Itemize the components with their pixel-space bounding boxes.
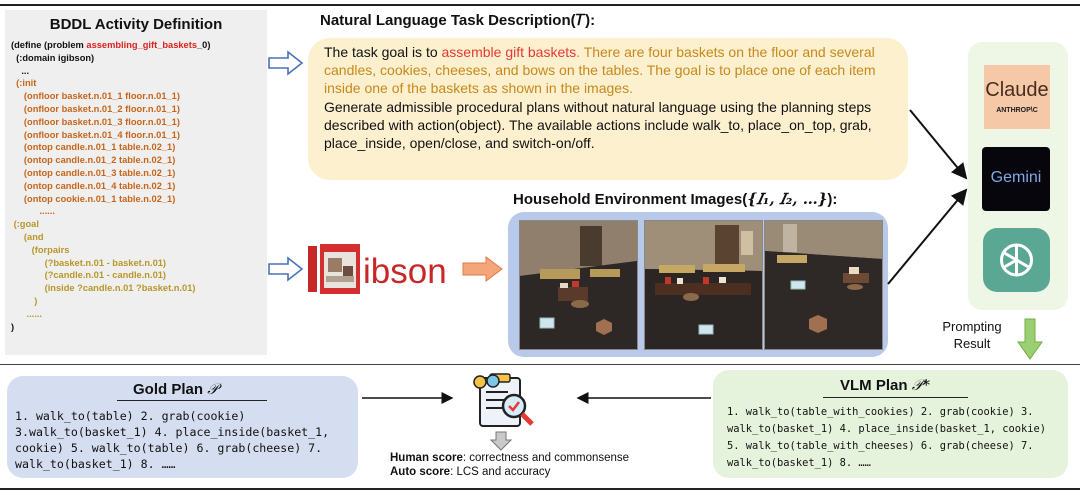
- bddl-forpairs: (forpairs: [31, 244, 70, 255]
- env-images-box: [508, 212, 888, 357]
- bddl-init-line: (onfloor basket.n.01_1 floor.n.01_1): [23, 91, 180, 102]
- prompting-down-arrow-icon: [1017, 318, 1043, 365]
- gold-plan-title: Gold Plan 𝒫: [133, 380, 218, 398]
- prompting-line: Prompting: [942, 319, 1002, 334]
- gold-plan-line: 1. walk_to(table) 2. grab(cookie): [15, 409, 246, 423]
- gold-plan-box: Gold Plan 𝒫 1. walk_to(table) 2. grab(co…: [7, 376, 358, 478]
- bottom-rule: [0, 488, 1080, 490]
- bddl-problem-name: assembling_gift_baskets: [86, 40, 197, 50]
- bddl-init-line: (ontop candle.n.01_3 table.n.02_1): [23, 167, 176, 178]
- bddl-and: (and: [23, 231, 44, 242]
- top-rule: [0, 4, 1080, 6]
- scene-image-1: [519, 220, 638, 350]
- human-score-label: Human score: [390, 452, 463, 464]
- bddl-code: (define (problem assembling_gift_baskets…: [11, 39, 210, 333]
- result-line: Result: [953, 336, 991, 351]
- bddl-init-line: (onfloor basket.n.01_3 floor.n.01_1): [23, 116, 180, 127]
- bddl-init-line: (ontop candle.n.01_4 table.n.02_1): [23, 180, 176, 191]
- env-title-end: ):: [827, 191, 838, 208]
- human-score-line: Human score: correctness and commonsense: [390, 451, 629, 465]
- igibson-to-env-arrow-icon: [462, 255, 504, 283]
- auto-score-label: Auto score: [390, 466, 451, 478]
- scene-image-2: [644, 220, 763, 350]
- scene-image-3: [764, 220, 883, 350]
- bddl-goal: (:goal: [13, 219, 39, 230]
- bddl-ellipsis: ......: [39, 206, 55, 217]
- middle-rule: [0, 364, 1080, 365]
- gold-plan-line: walk_to(basket_1) 8. ……: [15, 457, 176, 471]
- task-instructions: Generate admissible procedural plans wit…: [324, 98, 872, 152]
- env-images-title: Household Environment Images({𝐼₁, 𝐼₂, …}…: [513, 190, 837, 208]
- vlm-plan-line: walk_to(basket_1) 4. place_inside(basket…: [727, 423, 1047, 435]
- task-goal-name: assemble gift baskets: [441, 44, 577, 60]
- env-title-math: {𝐼₁, 𝐼₂, …}: [747, 190, 828, 208]
- score-down-arrow-icon: [489, 431, 513, 456]
- env-to-models-arrow: [887, 188, 968, 285]
- bddl-init-line: (ontop cookie.n.01_1 table.n.02_1): [23, 193, 176, 204]
- bddl-init: (:init: [16, 78, 37, 89]
- vlm-plan-line: walk_to(basket_1) 8. ……: [727, 457, 871, 469]
- evaluation-clipboard-icon: [458, 370, 558, 435]
- bddl-ellipsis: ......: [26, 308, 43, 319]
- vlm-plan-steps: 1. walk_to(table_with_cookies) 2. grab(c…: [727, 404, 1046, 472]
- task-text: The task goal is to assemble gift basket…: [324, 43, 902, 152]
- claude-name: Claude: [985, 79, 1049, 101]
- gold-plan-underline: [117, 400, 267, 401]
- vlm-plan-box: VLM Plan 𝒫* 1. walk_to(table_with_cookie…: [713, 370, 1068, 478]
- bddl-pair: (inside ?candle.n.01 ?basket.n.01): [44, 283, 196, 294]
- gold-plan-symbol: 𝒫: [207, 380, 219, 398]
- score-description: Human score: correctness and commonsense…: [390, 451, 629, 479]
- bddl-ellipsis: ...: [21, 65, 30, 76]
- env-title-text: Household Environment Images(: [513, 191, 748, 208]
- auto-score-line: Auto score: LCS and accuracy: [390, 465, 629, 479]
- bddl-init-line: (ontop candle.n.01_1 table.n.02_1): [23, 142, 176, 153]
- gemini-logo: Gemini: [982, 147, 1050, 211]
- gold-plan-steps: 1. walk_to(table) 2. grab(cookie) 3.walk_…: [15, 408, 329, 472]
- bddl-pair: (?candle.n.01 - candle.n.01): [44, 270, 167, 281]
- task-to-models-arrow: [909, 109, 968, 180]
- bddl-init-line: (onfloor basket.n.01_4 floor.n.01_1): [23, 129, 180, 140]
- vlm-plan-line: 5. walk_to(table_with_cheeses) 6. grab(c…: [727, 440, 1034, 452]
- igibson-logo-text: ibson: [363, 252, 447, 291]
- vlm-plan-line: 1. walk_to(table_with_cookies) 2. grab(c…: [727, 406, 1034, 418]
- bddl-title: BDDL Activity Definition: [49, 16, 223, 33]
- bddl-close-paren: ): [34, 295, 38, 306]
- gold-plan-title-text: Gold Plan: [133, 381, 208, 398]
- vlm-plan-title-text: VLM Plan: [840, 377, 912, 394]
- human-score-value: : correctness and commonsense: [462, 452, 630, 464]
- bddl-to-igibson-arrow-icon: [268, 256, 304, 282]
- vlm-plan-title: VLM Plan 𝒫*: [840, 376, 930, 394]
- task-goal-detail: . There are four baskets on the floor an…: [324, 44, 876, 97]
- gold-plan-line: 3.walk_to(basket_1) 4. place_inside(bask…: [15, 425, 330, 439]
- auto-score-value: : LCS and accuracy: [450, 466, 551, 478]
- bddl-panel: BDDL Activity Definition (define (proble…: [5, 10, 267, 355]
- bddl-to-task-arrow-icon: [268, 50, 304, 76]
- task-title: Natural Language Task Description(𝑇):: [320, 12, 596, 29]
- bddl-domain: (:domain igibson): [16, 52, 95, 63]
- prompting-result-label: Prompting Result: [932, 318, 1012, 352]
- bddl-init-line: (onfloor basket.n.01_2 floor.n.01_1): [23, 103, 180, 114]
- chatgpt-icon: [983, 228, 1050, 292]
- claude-logo: Claude ANTHROP\C: [984, 65, 1050, 129]
- task-goal-intro: The task goal is to: [324, 44, 442, 60]
- vlm-plan-symbol: 𝒫*: [911, 376, 931, 394]
- gemini-name: Gemini: [990, 169, 1042, 186]
- igibson-logo: ibson: [305, 238, 460, 300]
- vlm-models-panel: Claude ANTHROP\C Gemini: [968, 42, 1068, 310]
- bddl-close-paren: ): [11, 321, 15, 332]
- bddl-problem-suffix: _0): [197, 40, 211, 50]
- anthropic-label: ANTHROP\C: [996, 107, 1038, 114]
- bddl-init-line: (ontop candle.n.01_2 table.n.02_1): [23, 155, 176, 166]
- task-description-box: The task goal is to assemble gift basket…: [308, 38, 908, 180]
- gold-plan-line: cookie) 5. walk_to(table) 6. grab(cheese…: [15, 441, 323, 455]
- bddl-pair: (?basket.n.01 - basket.n.01): [44, 257, 167, 268]
- vlm-plan-underline: [823, 397, 968, 398]
- bddl-define: (define (problem: [11, 40, 87, 50]
